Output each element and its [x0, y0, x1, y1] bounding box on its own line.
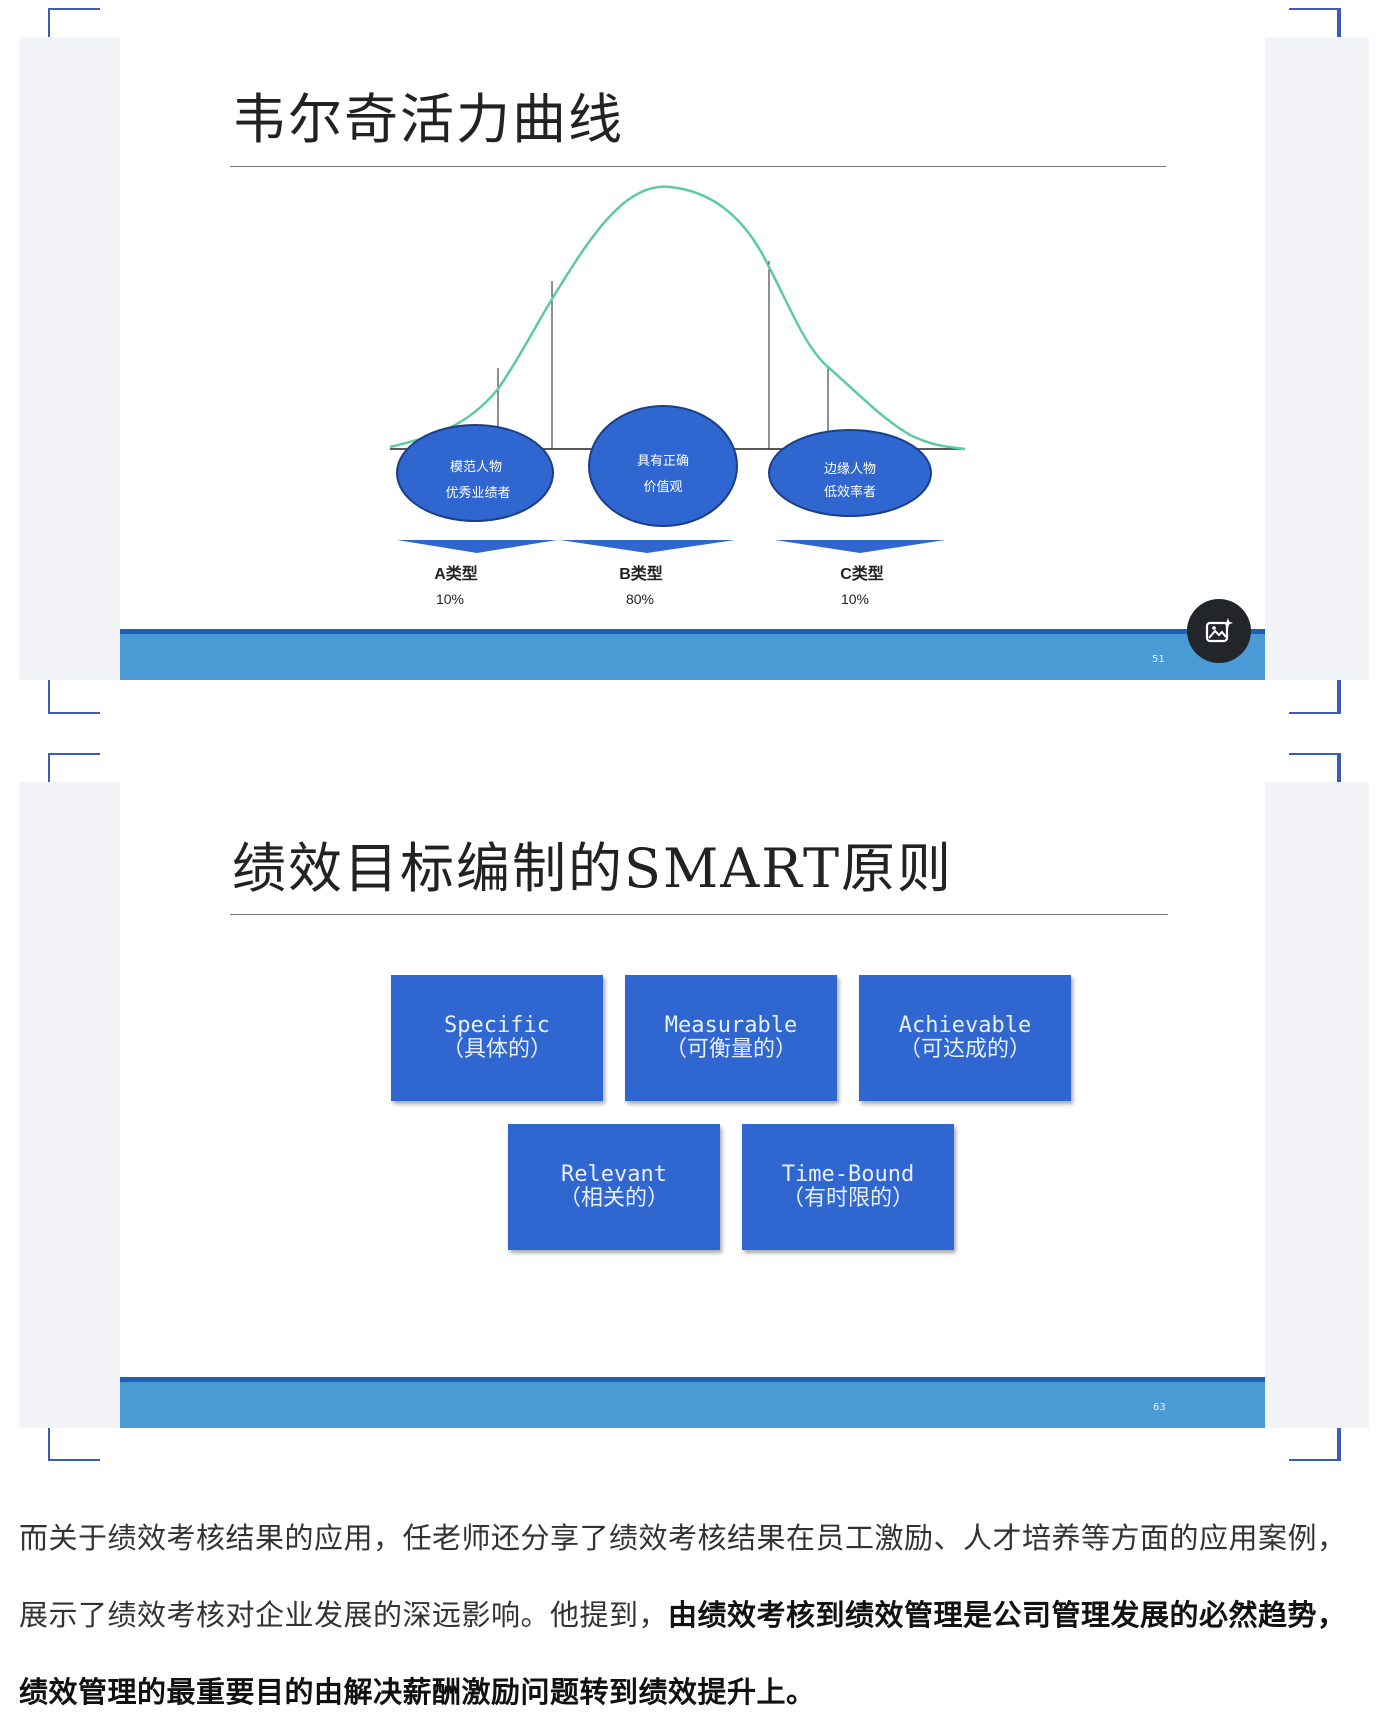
ellipse-b — [588, 405, 738, 527]
smart-term: Measurable — [664, 1013, 798, 1038]
slide-image-2: 绩效目标编制的SMART原则 Specific （具体的） Measurable… — [19, 753, 1369, 1461]
bell-curve — [389, 185, 966, 451]
smart-term: Relevant — [561, 1162, 667, 1187]
slide-footer — [120, 634, 1265, 680]
type-b-pct: 80% — [626, 591, 654, 607]
article-paragraph: 而关于绩效考核结果的应用，任老师还分享了绩效考核结果在员工激励、人才培养等方面的… — [19, 1500, 1375, 1731]
footer-stripe — [120, 629, 1265, 634]
frame-corner — [48, 1409, 100, 1461]
ellipse-a — [396, 424, 554, 522]
slide-image-1: 韦尔奇活力曲线 模范人物 优秀业绩者 具有正确 价值观 边缘人物 低效率者 — [0, 0, 1395, 720]
page-number: 63 — [1153, 1402, 1166, 1413]
vitality-curve-diagram: 模范人物 优秀业绩者 具有正确 价值观 边缘人物 低效率者 A类型 10% B类… — [389, 185, 966, 607]
type-b-name: B类型 — [619, 564, 663, 583]
frame-corner — [48, 662, 100, 714]
paragraph-emphasis: 由绩效考核到绩效管理是公司管理发展的必然趋势，绩效管理的最重要目的由解决薪酬激励… — [19, 1598, 1347, 1709]
smart-term: Achievable — [898, 1013, 1032, 1038]
slide-title: 绩效目标编制的SMART原则 — [232, 837, 954, 900]
slide-51: 韦尔奇活力曲线 模范人物 优秀业绩者 具有正确 价值观 边缘人物 低效率者 — [120, 37, 1265, 680]
image-enhance-icon — [1205, 618, 1233, 643]
arrow-c — [775, 540, 945, 553]
type-a-pct: 10% — [436, 591, 464, 607]
ellipse-a-line2: 优秀业绩者 — [445, 485, 510, 500]
frame-corner — [1289, 753, 1341, 805]
smart-term-cn: （相关的） — [558, 1186, 669, 1211]
smart-box-achievable: Achievable （可达成的） — [859, 975, 1071, 1101]
page-number: 51 — [1152, 654, 1165, 665]
paragraph-text: 而关于绩效考核结果的应用，任老师还分享了绩效考核结果在员工激励、人才培养等方面的… — [19, 1521, 1347, 1632]
slide-63: 绩效目标编制的SMART原则 Specific （具体的） Measurable… — [120, 782, 1265, 1428]
arrow-a — [397, 540, 557, 553]
ellipse-c — [768, 429, 932, 517]
frame-corner — [1289, 1409, 1341, 1461]
smart-term-cn: （具体的） — [441, 1037, 552, 1062]
type-a-name: A类型 — [434, 564, 478, 583]
smart-term-cn: （有时限的） — [781, 1186, 914, 1211]
smart-term: Specific — [444, 1013, 550, 1038]
ellipse-c-line2: 低效率者 — [824, 484, 876, 499]
smart-box-relevant: Relevant （相关的） — [508, 1124, 720, 1250]
smart-term-cn: （可衡量的） — [664, 1037, 797, 1062]
type-c-name: C类型 — [840, 564, 884, 583]
image-enhance-button[interactable] — [1187, 599, 1251, 663]
footer-stripe — [120, 1377, 1265, 1382]
slide-title: 韦尔奇活力曲线 — [232, 88, 624, 151]
title-divider — [230, 166, 1166, 167]
ellipse-c-line1: 边缘人物 — [824, 461, 876, 476]
frame-corner — [1289, 662, 1341, 714]
arrow-b — [560, 540, 735, 553]
smart-box-specific: Specific （具体的） — [391, 975, 603, 1101]
ellipse-b-line2: 价值观 — [643, 479, 682, 494]
smart-box-time-bound: Time-Bound （有时限的） — [742, 1124, 954, 1250]
ellipse-a-line1: 模范人物 — [450, 459, 502, 474]
type-c-pct: 10% — [841, 591, 869, 607]
ellipse-b-line1: 具有正确 — [637, 453, 689, 468]
smart-term: Time-Bound — [781, 1162, 915, 1187]
smart-box-measurable: Measurable （可衡量的） — [625, 975, 837, 1101]
title-divider — [230, 914, 1168, 915]
frame-corner — [1289, 8, 1341, 60]
smart-term-cn: （可达成的） — [898, 1037, 1031, 1062]
slide-footer — [120, 1382, 1265, 1428]
